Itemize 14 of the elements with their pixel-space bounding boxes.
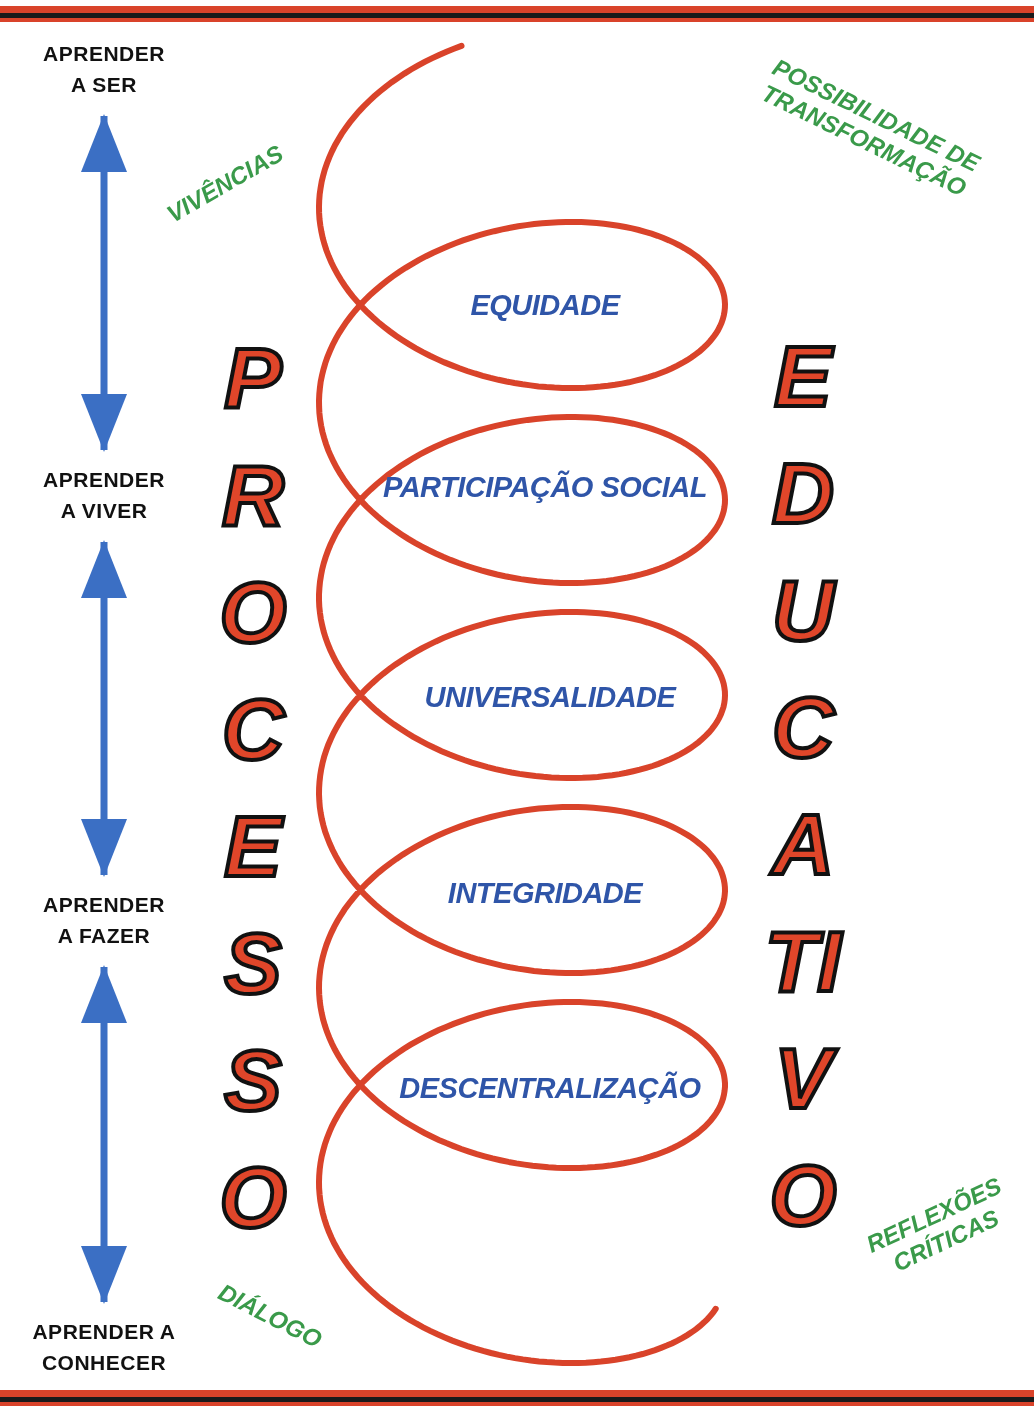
double-arrow [81, 114, 127, 452]
loop-label: PARTICIPAÇÃO SOCIAL [382, 469, 708, 505]
double-arrow [81, 965, 127, 1304]
learning-stage-label: APRENDER A VIVER [40, 464, 168, 526]
double-arrow [81, 540, 127, 877]
loop-label: EQUIDADE [469, 288, 622, 323]
loop-label: UNIVERSALIDADE [423, 680, 678, 715]
vertical-word: PROCESSO [218, 329, 288, 1247]
learning-stage-label: APRENDER A SER [40, 38, 168, 100]
learning-stage-label: APRENDER A CONHECER [29, 1316, 179, 1378]
loop-label: DESCENTRALIZAÇÃO [398, 1070, 702, 1106]
vertical-word: EDUCATIVO [763, 327, 844, 1245]
loop-label: INTEGRIDADE [446, 876, 645, 911]
learning-stage-label: APRENDER A FAZER [40, 889, 168, 951]
